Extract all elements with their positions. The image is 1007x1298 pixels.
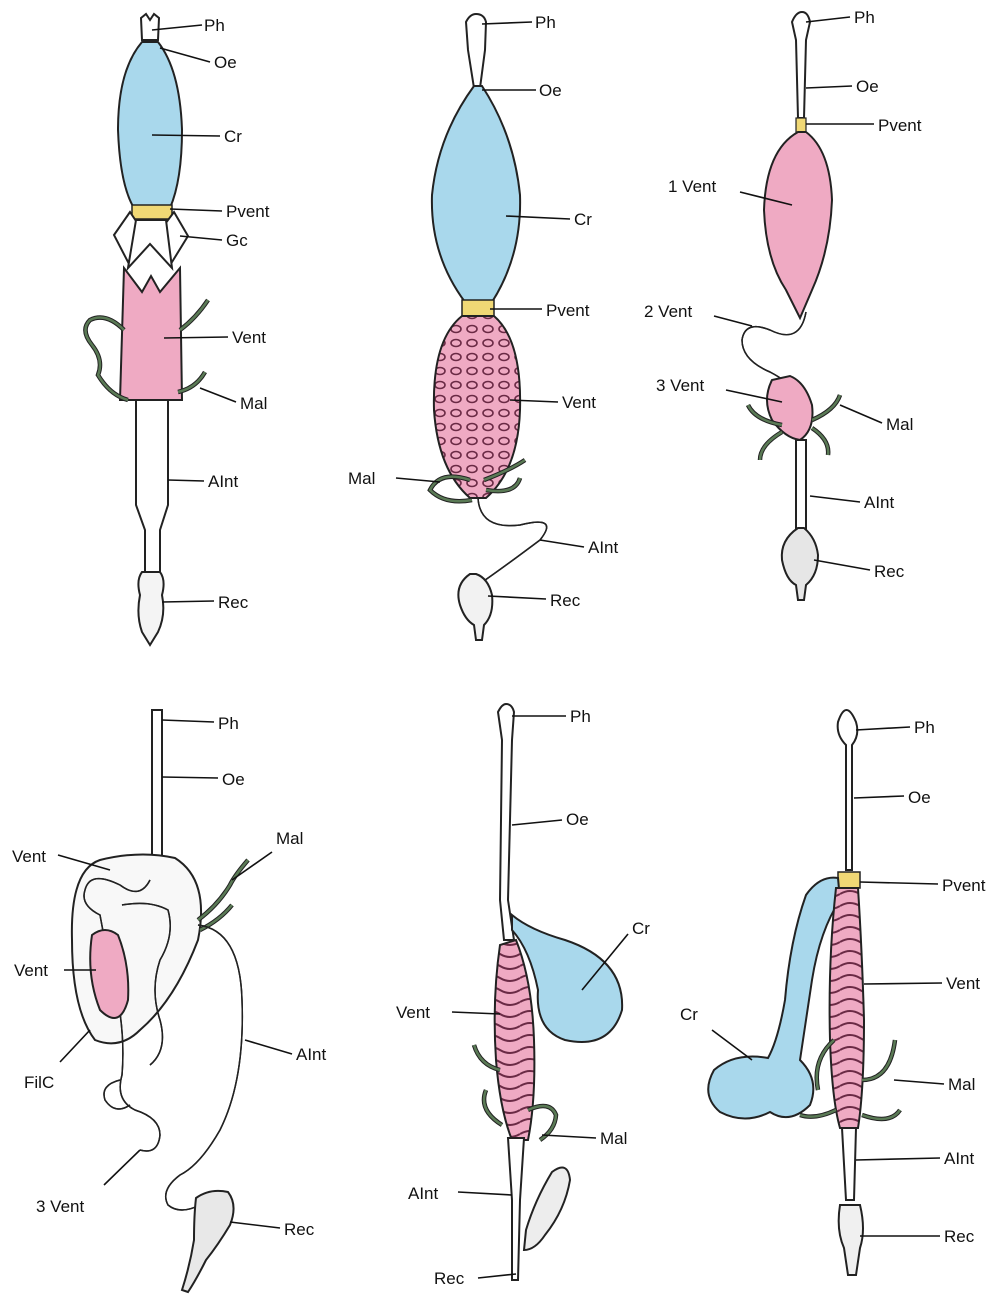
panel-e-label-ph: Ph <box>570 707 591 726</box>
panel-d-label-aint: AInt <box>296 1045 327 1064</box>
panel-c-rectum-shape <box>782 528 818 600</box>
panel-b-label-mal: Mal <box>348 469 375 488</box>
panel-e-rectum-shape <box>524 1168 570 1251</box>
panel-b-label-oe: Oe <box>539 81 562 100</box>
panel-a-label-gc: Gc <box>226 231 248 250</box>
panel-e-label-cr: Cr <box>632 919 650 938</box>
panel-a-rectum-shape <box>138 572 163 645</box>
panel-b-label-ph: Ph <box>535 13 556 32</box>
panel-e-label-aint: AInt <box>408 1184 439 1203</box>
panel-b-label-pvent: Pvent <box>546 301 590 320</box>
panel-f-label-mal: Mal <box>948 1075 975 1094</box>
panel-a-diagram: Ph Oe Cr Pvent Gc Vent Mal AInt Rec <box>85 14 269 645</box>
panel-c-vent1-shape <box>764 132 832 318</box>
panel-a-label-pvent: Pvent <box>226 202 270 221</box>
panel-d-label-ph: Ph <box>218 714 239 733</box>
panel-a-crop-shape <box>118 42 182 208</box>
panel-d-label-rec: Rec <box>284 1220 315 1239</box>
panel-d-label-filc: FilC <box>24 1073 54 1092</box>
panel-c-label-oe: Oe <box>856 77 879 96</box>
panel-d-diagram: Ph Oe Mal Vent Vent FilC AInt 3 Vent Rec <box>12 710 327 1292</box>
panel-a-ventriculus-shape <box>120 268 182 400</box>
panel-b-crop-shape <box>432 86 520 302</box>
panel-c-diagram: Ph Oe Pvent 1 Vent 2 Vent 3 Vent Mal AIn… <box>644 8 922 600</box>
panel-d-label-vent-a: Vent <box>12 847 46 866</box>
panel-c-label-vent1: 1 Vent <box>668 177 716 196</box>
panel-b-label-vent: Vent <box>562 393 596 412</box>
panel-e-label-oe: Oe <box>566 810 589 829</box>
panel-c-label-ph: Ph <box>854 8 875 27</box>
panel-a-label-rec: Rec <box>218 593 249 612</box>
panel-f-label-ph: Ph <box>914 718 935 737</box>
panel-a-label-mal: Mal <box>240 394 267 413</box>
panel-b-label-aint: AInt <box>588 538 619 557</box>
panel-d-label-vent3: 3 Vent <box>36 1197 84 1216</box>
panel-a-label-aint: AInt <box>208 472 239 491</box>
panel-c-label-aint: AInt <box>864 493 895 512</box>
panel-f-crop-shape <box>708 878 840 1119</box>
panel-c-label-rec: Rec <box>874 562 905 581</box>
panel-f-label-rec: Rec <box>944 1227 975 1246</box>
panel-b-rectum-shape <box>458 574 492 640</box>
panel-a-label-oe: Oe <box>214 53 237 72</box>
panel-c-label-mal: Mal <box>886 415 913 434</box>
panel-d-label-mal: Mal <box>276 829 303 848</box>
panel-a-label-vent: Vent <box>232 328 266 347</box>
panel-e-label-vent: Vent <box>396 1003 430 1022</box>
panel-c-label-vent2: 2 Vent <box>644 302 692 321</box>
panel-b-diagram: Ph Oe Cr Pvent Vent Mal AInt Rec <box>348 13 619 640</box>
panel-b-label-rec: Rec <box>550 591 581 610</box>
panel-c-label-pvent: Pvent <box>878 116 922 135</box>
panel-a-label-cr: Cr <box>224 127 242 146</box>
panel-c-vent3-shape <box>767 376 813 440</box>
panel-f-label-cr: Cr <box>680 1005 698 1024</box>
panel-f-rectum-shape <box>839 1205 863 1275</box>
panel-a-label-ph: Ph <box>204 16 225 35</box>
panel-f-diagram: Ph Oe Pvent Vent Cr Mal AInt Rec <box>680 710 986 1275</box>
panel-f-label-aint: AInt <box>944 1149 975 1168</box>
panel-e-label-rec: Rec <box>434 1269 465 1288</box>
panel-f-label-pvent: Pvent <box>942 876 986 895</box>
panel-d-label-oe: Oe <box>222 770 245 789</box>
panel-e-label-mal: Mal <box>600 1129 627 1148</box>
panel-f-ventriculus-shape <box>830 888 864 1128</box>
panel-e-diagram: Ph Oe Cr Vent Mal AInt Rec <box>396 704 650 1288</box>
panel-f-label-oe: Oe <box>908 788 931 807</box>
panel-c-label-vent3: 3 Vent <box>656 376 704 395</box>
panel-d-label-vent-b: Vent <box>14 961 48 980</box>
panel-b-label-cr: Cr <box>574 210 592 229</box>
panel-d-rectum-shape <box>182 1191 234 1292</box>
panel-f-label-vent: Vent <box>946 974 980 993</box>
